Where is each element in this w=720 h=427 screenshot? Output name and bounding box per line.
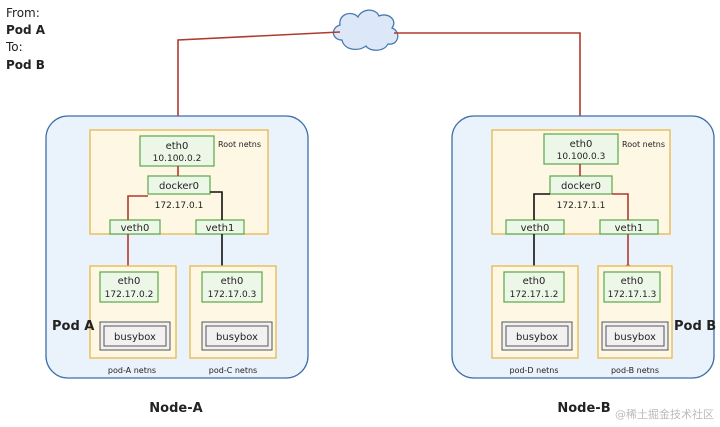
node-a-pod-c-ns-label: pod-C netns <box>209 366 257 375</box>
node-a-docker0 <box>147 175 211 195</box>
cloud-icon <box>332 9 399 51</box>
node-a-veth0 <box>109 219 161 235</box>
node-b-pod-b-name: Pod B <box>674 319 716 334</box>
to-label: To: <box>5 40 23 54</box>
node-b-pod-d-app-label: busybox <box>516 332 558 343</box>
node-b-veth0 <box>505 219 565 235</box>
node-a-pod-c-eth0-label: eth0 <box>221 276 244 287</box>
node-b-pod-d-eth0 <box>503 271 565 303</box>
from-pod: Pod A <box>6 23 46 37</box>
node-b-eth0 <box>543 133 619 165</box>
node-a-docker0-ip: 172.17.0.1 <box>155 201 204 211</box>
inter-node-path <box>177 31 581 138</box>
node-a: Root netns eth0 10.100.0.2 docker0 172.1… <box>45 115 309 416</box>
node-a-pod-a-eth0-label: eth0 <box>118 276 141 287</box>
node-b-docker0-label: docker0 <box>561 181 601 192</box>
node-a-veth1 <box>195 219 245 235</box>
node-b-pod-b-app-label: busybox <box>614 332 656 343</box>
node-a-pod-a-ip: 172.17.0.2 <box>105 290 154 300</box>
node-a-pod-a-name: Pod A <box>52 319 94 334</box>
node-a-docker0-label: docker0 <box>159 181 199 192</box>
node-a-eth0 <box>139 135 215 167</box>
node-b-pod-b-eth0-label: eth0 <box>621 276 644 287</box>
node-a-pod-c-app-label: busybox <box>216 332 258 343</box>
node-b-docker0 <box>549 175 613 195</box>
to-pod: Pod B <box>6 58 45 72</box>
node-b-pod-d-ns-label: pod-D netns <box>509 366 558 375</box>
node-a-pod-c-ip: 172.17.0.3 <box>208 290 257 300</box>
node-b-title: Node-B <box>557 401 610 416</box>
node-b-pod-d-app <box>501 321 573 351</box>
node-a-pod-c-eth0 <box>201 271 263 303</box>
node-b-pod-b-ip: 172.17.1.3 <box>608 290 657 300</box>
watermark: @稀土掘金技术社区 <box>615 407 714 421</box>
node-a-pod-c-app <box>201 321 273 351</box>
node-a-title: Node-A <box>149 401 202 416</box>
node-a-pod-a-app-label: busybox <box>114 332 156 343</box>
route-note: From: Pod A To: Pod B <box>5 6 46 72</box>
node-b-pod-b-eth0 <box>603 271 661 303</box>
node-b-veth1 <box>599 219 659 235</box>
node-b-root-ns-label: Root netns <box>622 140 665 149</box>
node-b-eth0-label: eth0 <box>570 139 593 150</box>
node-a-root-ns-label: Root netns <box>218 140 261 149</box>
node-a-veth1-label: veth1 <box>206 223 235 234</box>
node-a-pod-a-ns-label: pod-A netns <box>108 366 156 375</box>
node-b-veth1-label: veth1 <box>615 223 644 234</box>
node-b-pod-d-ip: 172.17.1.2 <box>510 290 559 300</box>
node-a-veth0-label: veth0 <box>121 223 150 234</box>
node-b: Root netns eth0 10.100.0.3 docker0 172.1… <box>451 115 716 416</box>
node-a-pod-a-eth0 <box>99 271 159 303</box>
node-b-veth0-label: veth0 <box>521 223 550 234</box>
node-a-pod-a-app <box>99 321 171 351</box>
from-label: From: <box>6 6 40 20</box>
node-b-pod-b-ns-label: pod-B netns <box>611 366 659 375</box>
node-a-eth0-ip: 10.100.0.2 <box>153 154 202 164</box>
node-a-eth0-label: eth0 <box>166 141 189 152</box>
node-b-docker0-ip: 172.17.1.1 <box>557 201 606 211</box>
node-b-pod-b-app <box>601 321 669 351</box>
node-b-pod-d-eth0-label: eth0 <box>523 276 546 287</box>
node-b-eth0-ip: 10.100.0.3 <box>557 152 606 162</box>
